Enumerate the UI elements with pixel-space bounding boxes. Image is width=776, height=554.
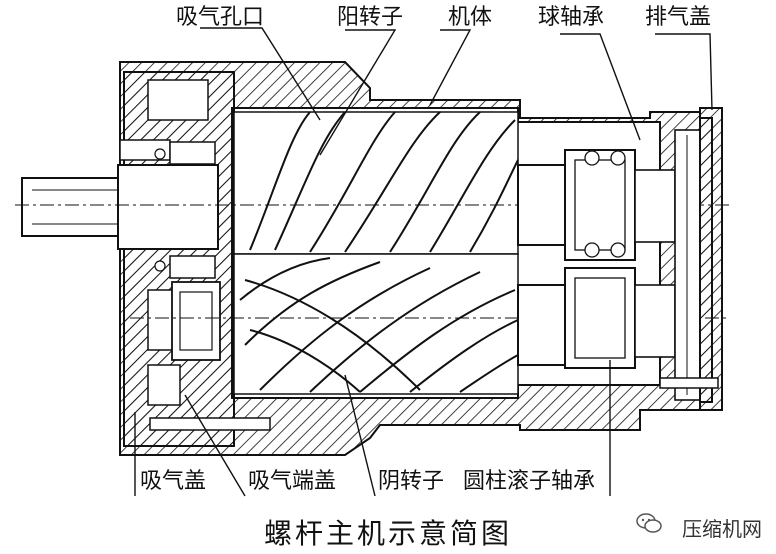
label-discharge-cover: 排气盖: [645, 5, 712, 30]
left-bearings: [119, 139, 221, 361]
male-rotor: [233, 111, 519, 255]
diagram-caption: 螺杆主机示意简图: [263, 517, 512, 550]
label-ball-bearing: 球轴承: [538, 5, 605, 30]
label-casing: 机体: [448, 5, 493, 30]
leader-lines: [134, 27, 713, 497]
right-bearings: [517, 129, 701, 401]
label-suction-port: 吸气孔口: [176, 5, 265, 30]
label-female-rotor: 阴转子: [378, 469, 445, 494]
bolts: [149, 377, 719, 431]
watermark-text: 压缩机网: [682, 517, 762, 541]
wechat-icon: [636, 513, 662, 533]
input-shaft: [21, 164, 219, 250]
label-suction-cover: 吸气盖: [140, 469, 207, 494]
female-rotor: [233, 253, 519, 395]
label-suction-end-cover: 吸气端盖: [248, 469, 337, 494]
label-male-rotor: 阳转子: [337, 5, 404, 30]
discharge-cover-section: [699, 107, 723, 411]
label-roller-bearing: 圆柱滚子轴承: [463, 469, 596, 494]
